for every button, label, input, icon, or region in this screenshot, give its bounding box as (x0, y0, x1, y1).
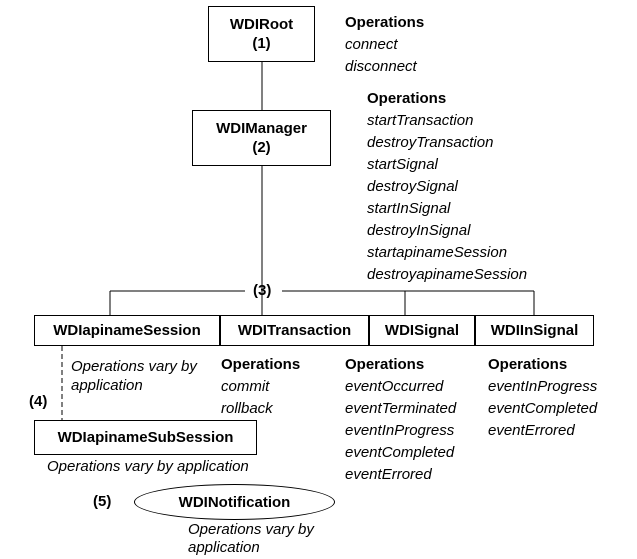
wdimanager-operations: Operations startTransaction destroyTrans… (367, 88, 527, 286)
wdiroot-operations: Operations connect disconnect (345, 12, 424, 78)
label-3: (3) (253, 282, 272, 299)
wdimanager-number: (2) (252, 139, 271, 156)
wdiinsignal-ops-list: eventInProgress eventCompleted eventErro… (488, 376, 597, 442)
wdisignal-ops-list: eventOccurred eventTerminated eventInPro… (345, 376, 456, 486)
wdisignal-ops-heading: Operations (345, 356, 425, 373)
op-item: destroySignal (367, 178, 458, 195)
wdiroot-ops-heading: Operations (345, 14, 425, 31)
wdiinsignal-ops-heading: Operations (488, 356, 568, 373)
wdisignal-operations: Operations eventOccurred eventTerminated… (345, 354, 456, 486)
wdisignal-name: WDISignal (384, 322, 460, 339)
notification-note-line2: application (188, 539, 260, 556)
wditransaction-ops-heading: Operations (221, 356, 301, 373)
wdisignal-node: WDISignal (369, 315, 475, 346)
op-item: eventInProgress (488, 378, 598, 395)
op-item: startapinameSession (367, 244, 508, 261)
wdiapinamesubsession-node: WDIapinameSubSession (34, 420, 257, 455)
op-item: startTransaction (367, 112, 474, 129)
wdimanager-ops-heading: Operations (367, 90, 447, 107)
wditransaction-operations: Operations commit rollback (221, 354, 300, 420)
op-item: eventOccurred (345, 378, 444, 395)
wdimanager-node: WDIManager (2) (192, 110, 331, 166)
wdiroot-name: WDIRoot (229, 16, 294, 33)
op-item: eventCompleted (488, 400, 598, 417)
wditransaction-name: WDITransaction (237, 322, 352, 339)
wdiroot-ops-list: connect disconnect (345, 34, 424, 78)
op-item: destroyapinameSession (367, 266, 528, 283)
wditransaction-node: WDITransaction (220, 315, 369, 346)
wdiapinamesession-node: WDIapinameSession (34, 315, 220, 346)
op-item: eventErrored (345, 466, 432, 483)
session-note-line1: Operations vary by (71, 358, 197, 375)
wdiroot-number: (1) (252, 35, 271, 52)
op-item: connect (345, 36, 398, 53)
session-operations-note: Operations vary by application (71, 356, 197, 397)
session-note-line2: application (71, 377, 143, 394)
wdiinsignal-name: WDIInSignal (490, 322, 579, 339)
subsession-operations-note: Operations vary by application (47, 458, 249, 475)
op-item: eventCompleted (345, 444, 455, 461)
op-item: eventErrored (488, 422, 575, 439)
wdiinsignal-node: WDIInSignal (475, 315, 594, 346)
label-4: (4) (29, 393, 48, 410)
wdiroot-node: WDIRoot (1) (208, 6, 315, 62)
wdimanager-name: WDIManager (216, 120, 307, 137)
op-item: startInSignal (367, 200, 451, 217)
op-item: rollback (221, 400, 273, 417)
notification-operations-note: Operations vary by application (188, 519, 314, 559)
op-item: startSignal (367, 156, 438, 173)
wdiapinamesession-name: WDIapinameSession (53, 322, 201, 339)
op-item: commit (221, 378, 270, 395)
op-item: destroyTransaction (367, 134, 494, 151)
op-item: disconnect (345, 58, 417, 75)
wdimanager-ops-list: startTransaction destroyTransaction star… (367, 110, 527, 286)
wdinotification-name: WDINotification (178, 493, 291, 511)
op-item: eventInProgress (345, 422, 455, 439)
wdiinsignal-operations: Operations eventInProgress eventComplete… (488, 354, 597, 442)
notification-note-line1: Operations vary by (188, 521, 314, 538)
label-5: (5) (93, 493, 112, 510)
wdinotification-node: WDINotification (134, 484, 335, 520)
op-item: destroyInSignal (367, 222, 471, 239)
op-item: eventTerminated (345, 400, 457, 417)
wdiapinamesubsession-name: WDIapinameSubSession (57, 429, 234, 446)
wditransaction-ops-list: commit rollback (221, 376, 300, 420)
